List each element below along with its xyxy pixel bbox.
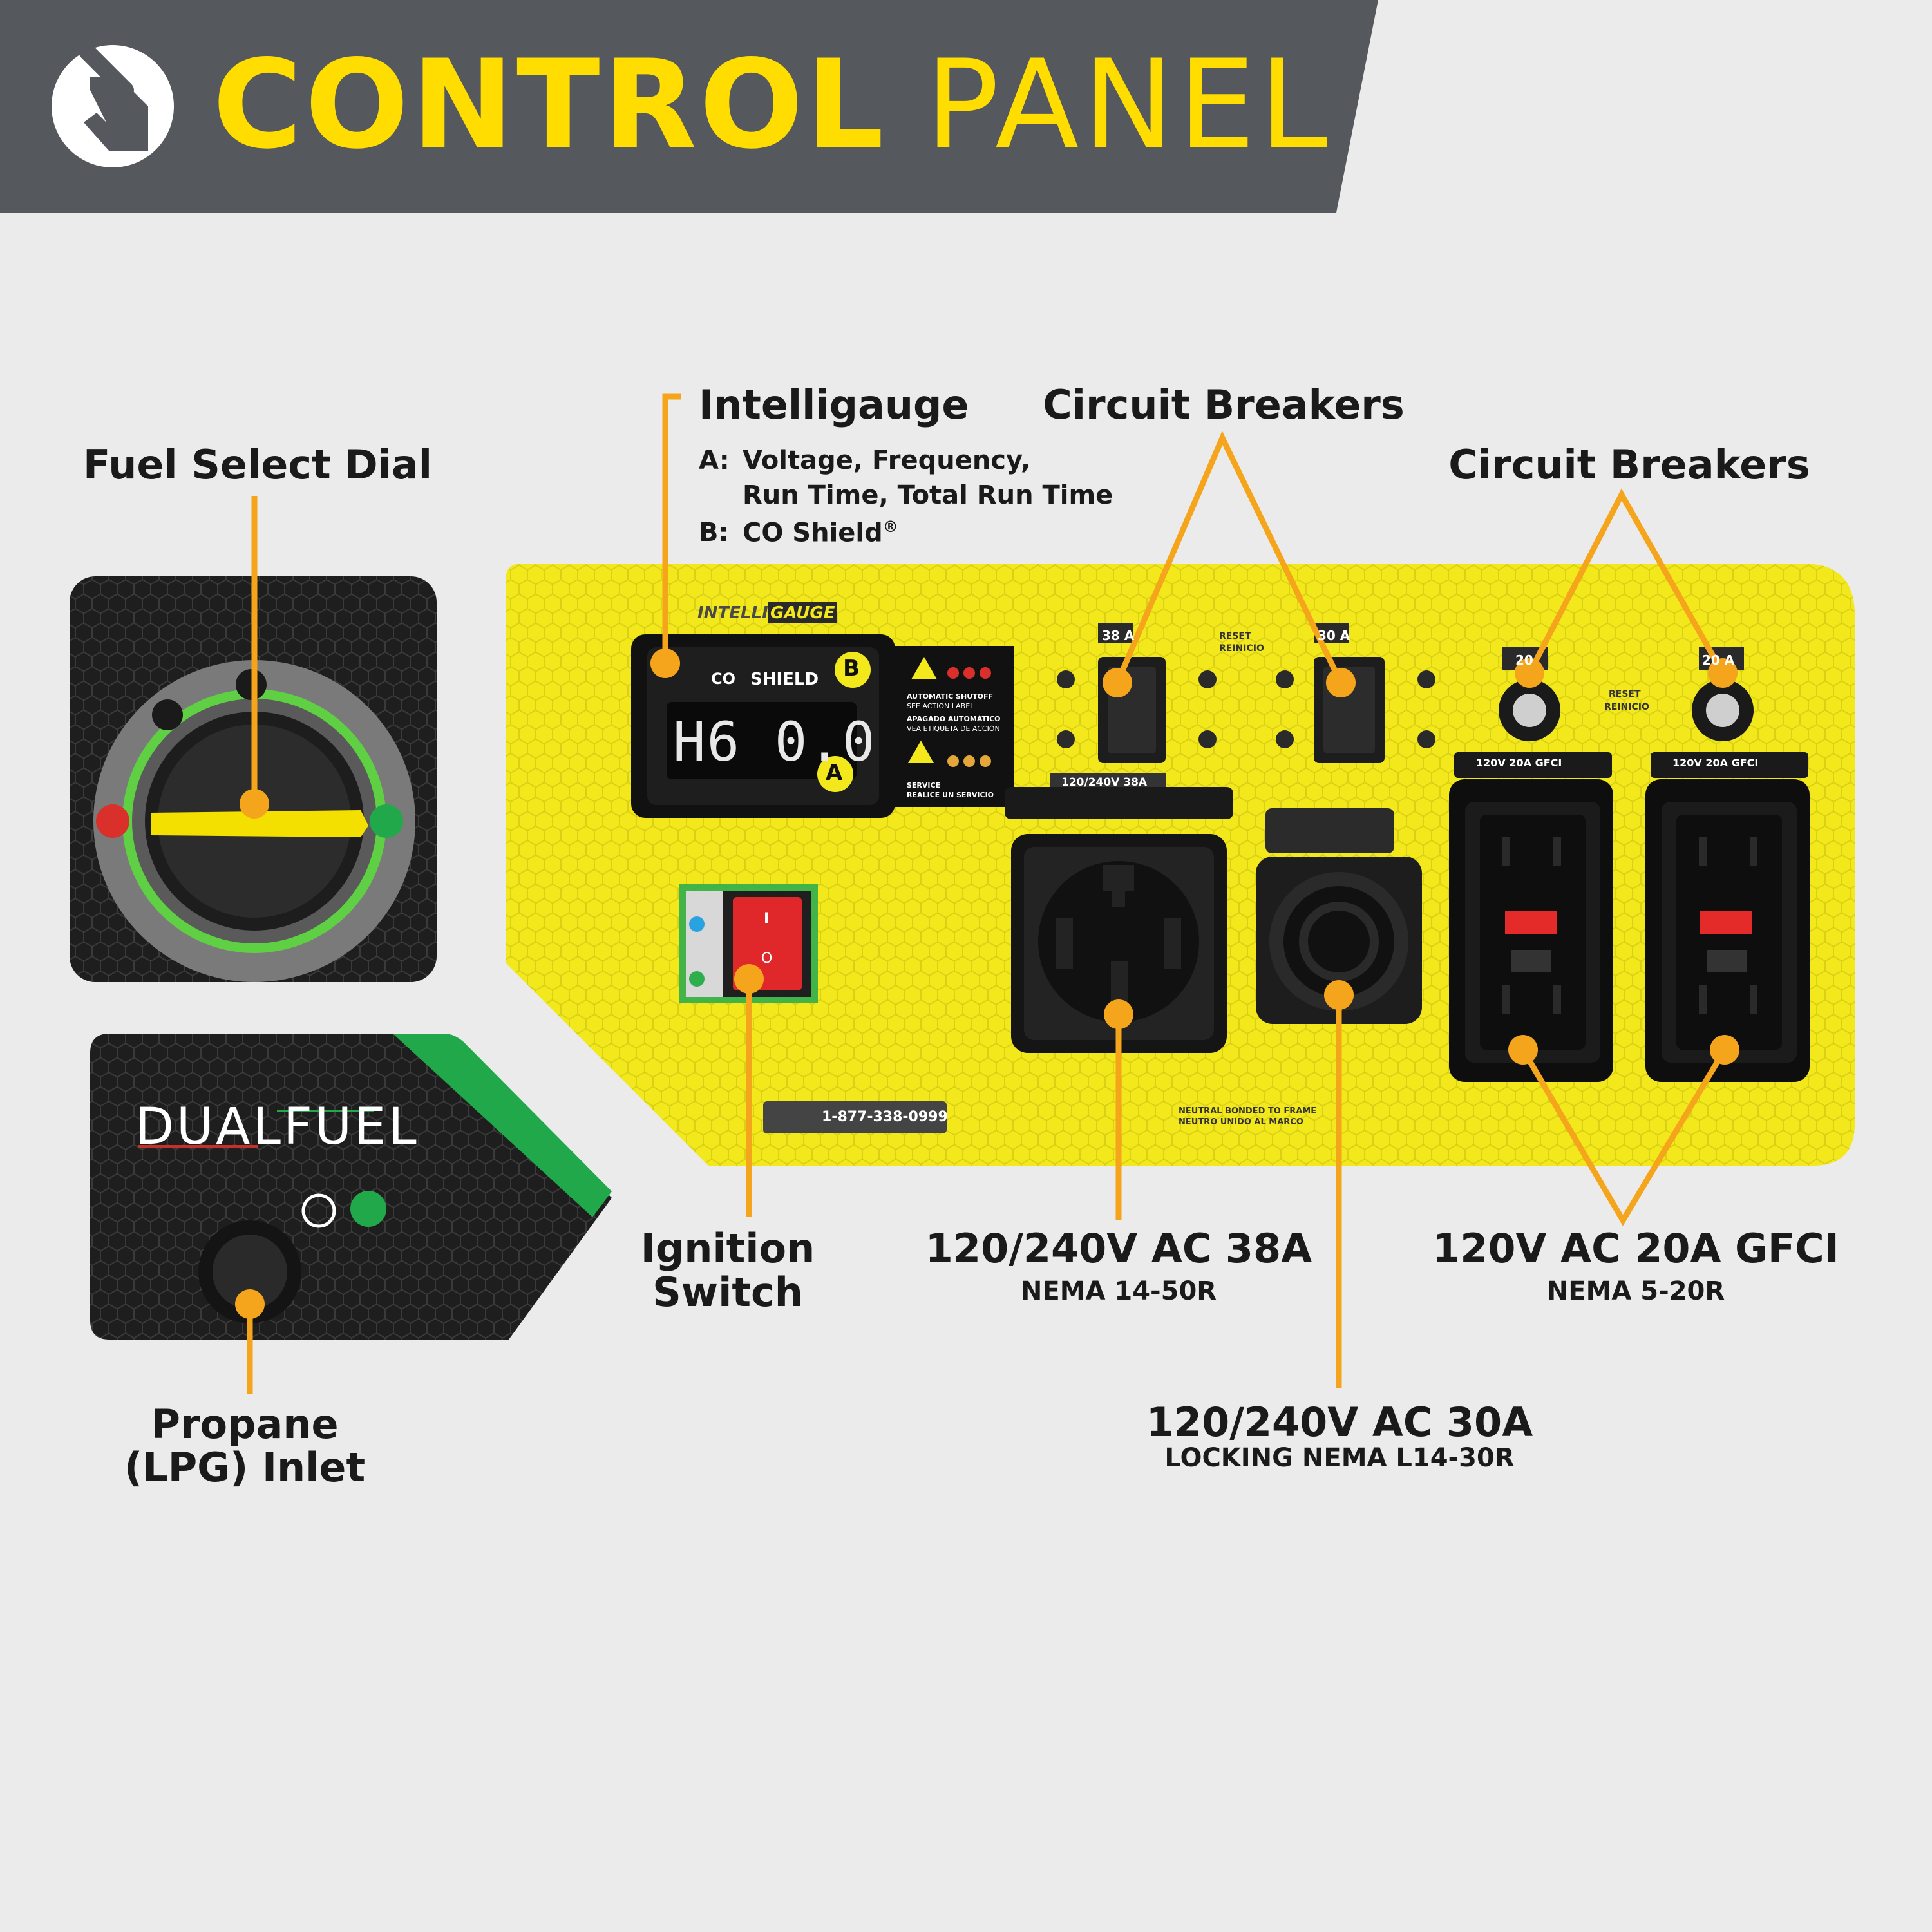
fuel-off-icon bbox=[152, 699, 183, 730]
dualfuel-word-a: DUAL bbox=[135, 1098, 283, 1156]
switch-off-mark: O bbox=[761, 951, 773, 967]
co-shield-logo: SHIELD bbox=[750, 670, 819, 689]
neutral-label-1: NEUTRAL BONDED TO FRAME bbox=[1179, 1106, 1317, 1116]
hand-pointer-icon bbox=[52, 43, 174, 167]
auto-shutoff-3: APAGADO AUTOMÁTICO bbox=[907, 715, 1001, 723]
registered-mark: ® bbox=[882, 518, 898, 536]
reset-label-1: RESET bbox=[1219, 631, 1251, 641]
intelligauge-logo-text: INTELLI bbox=[697, 603, 768, 623]
auto-shutoff-1: AUTOMATIC SHUTOFF bbox=[907, 692, 994, 701]
propane-fuel-icon bbox=[370, 804, 403, 838]
label-propane-2: (LPG) Inlet bbox=[124, 1444, 366, 1491]
intelligauge-logo-text-b: GAUGE bbox=[770, 603, 835, 623]
intelligauge-a-line1: Voltage, Frequency, bbox=[743, 446, 1031, 475]
breaker-20a-right[interactable] bbox=[1692, 647, 1754, 741]
intelligauge-a-line2: Run Time, Total Run Time bbox=[743, 480, 1113, 510]
intelligauge-display bbox=[631, 634, 1014, 818]
breaker-30-label: 30 A bbox=[1318, 628, 1350, 643]
breaker-38-label: 38 A bbox=[1102, 628, 1135, 643]
outlet-nema-l14-30r[interactable] bbox=[1256, 808, 1422, 1024]
label-ignition-switch-1: Ignition bbox=[640, 1225, 815, 1272]
label-circuit-breakers-left: Circuit Breakers bbox=[1043, 381, 1405, 428]
leader-dots bbox=[235, 649, 1739, 1319]
gfci-plate-right: 120V 20A GFCI bbox=[1672, 757, 1759, 769]
breaker-20a-label: 20 bbox=[1515, 652, 1533, 668]
gas-fuel-icon bbox=[96, 804, 129, 838]
propane-inlet[interactable] bbox=[198, 1220, 301, 1323]
title-light: PANEL bbox=[925, 33, 1332, 176]
auto-shutoff-4: VEA ETIQUETA DE ACCIÓN bbox=[907, 724, 1000, 733]
co-shield-prefix: CO bbox=[711, 670, 736, 688]
reset-label-3: RESET bbox=[1609, 689, 1641, 699]
neutral-label-2: NEUTRO UNIDO AL MARCO bbox=[1179, 1117, 1303, 1127]
fuel-select-dial[interactable] bbox=[145, 712, 368, 931]
intelligauge-a-key: A: bbox=[699, 446, 730, 475]
intelligauge-readout: H6 0.0 bbox=[673, 710, 876, 773]
auto-shutoff-2: SEE ACTION LABEL bbox=[907, 702, 974, 710]
co-shield-text: CO Shield bbox=[743, 518, 883, 548]
badge-b: B bbox=[843, 656, 860, 681]
outlet-38-plate: 120/240V 38A bbox=[1061, 776, 1148, 789]
label-outlet-gfci-sub: NEMA 5-20R bbox=[1546, 1276, 1725, 1306]
reset-label-4: REINICIO bbox=[1604, 702, 1649, 712]
leader-lines bbox=[247, 393, 1727, 1394]
header-bar bbox=[0, 0, 1378, 213]
label-intelligauge: Intelligauge bbox=[699, 381, 969, 428]
switch-on-mark: I bbox=[764, 911, 770, 927]
label-propane-1: Propane bbox=[151, 1401, 339, 1448]
intelligauge-logo bbox=[768, 602, 837, 623]
service-2: REALICE UN SERVICIO bbox=[907, 791, 994, 799]
dualfuel-word-b: FUEL bbox=[283, 1098, 419, 1156]
fuel-off-icon-red bbox=[236, 669, 267, 700]
label-fuel-select-dial: Fuel Select Dial bbox=[82, 441, 433, 488]
intelligauge-b-key: B: bbox=[699, 518, 729, 547]
propane-tank-icon bbox=[350, 1191, 386, 1227]
phone-plate bbox=[763, 1101, 947, 1133]
service-1: SERVICE bbox=[907, 781, 941, 790]
reset-label-2: REINICIO bbox=[1219, 643, 1264, 654]
intelligauge-b-text: CO Shield® bbox=[743, 518, 898, 547]
label-outlet-30a-sub: LOCKING NEMA L14-30R bbox=[1164, 1443, 1515, 1473]
label-outlet-38a-sub: NEMA 14-50R bbox=[1020, 1276, 1217, 1306]
label-circuit-breakers-right: Circuit Breakers bbox=[1448, 441, 1810, 488]
label-outlet-gfci: 120V AC 20A GFCI bbox=[1432, 1225, 1839, 1272]
label-ignition-switch-2: Switch bbox=[652, 1269, 803, 1316]
page-title: CONTROL PANEL bbox=[213, 44, 1331, 166]
phone-number: 1-877-338-0999 bbox=[822, 1109, 948, 1125]
outlet-gfci-left[interactable] bbox=[1449, 752, 1613, 1082]
label-outlet-30a: 120/240V AC 30A bbox=[1146, 1399, 1533, 1446]
dualfuel-logo: DUALFUEL bbox=[135, 1098, 419, 1156]
title-bold: CONTROL bbox=[213, 33, 887, 176]
breaker-20b-label: 20 A bbox=[1702, 652, 1735, 668]
outlet-gfci-right[interactable] bbox=[1645, 752, 1810, 1082]
gfci-plate-left: 120V 20A GFCI bbox=[1476, 757, 1562, 769]
dualfuel-panel bbox=[90, 1034, 612, 1340]
label-outlet-38a: 120/240V AC 38A bbox=[925, 1225, 1312, 1272]
badge-a: A bbox=[826, 760, 843, 786]
gauge-icon bbox=[301, 1193, 336, 1228]
outlet-nema-14-50r[interactable] bbox=[1005, 773, 1233, 1053]
